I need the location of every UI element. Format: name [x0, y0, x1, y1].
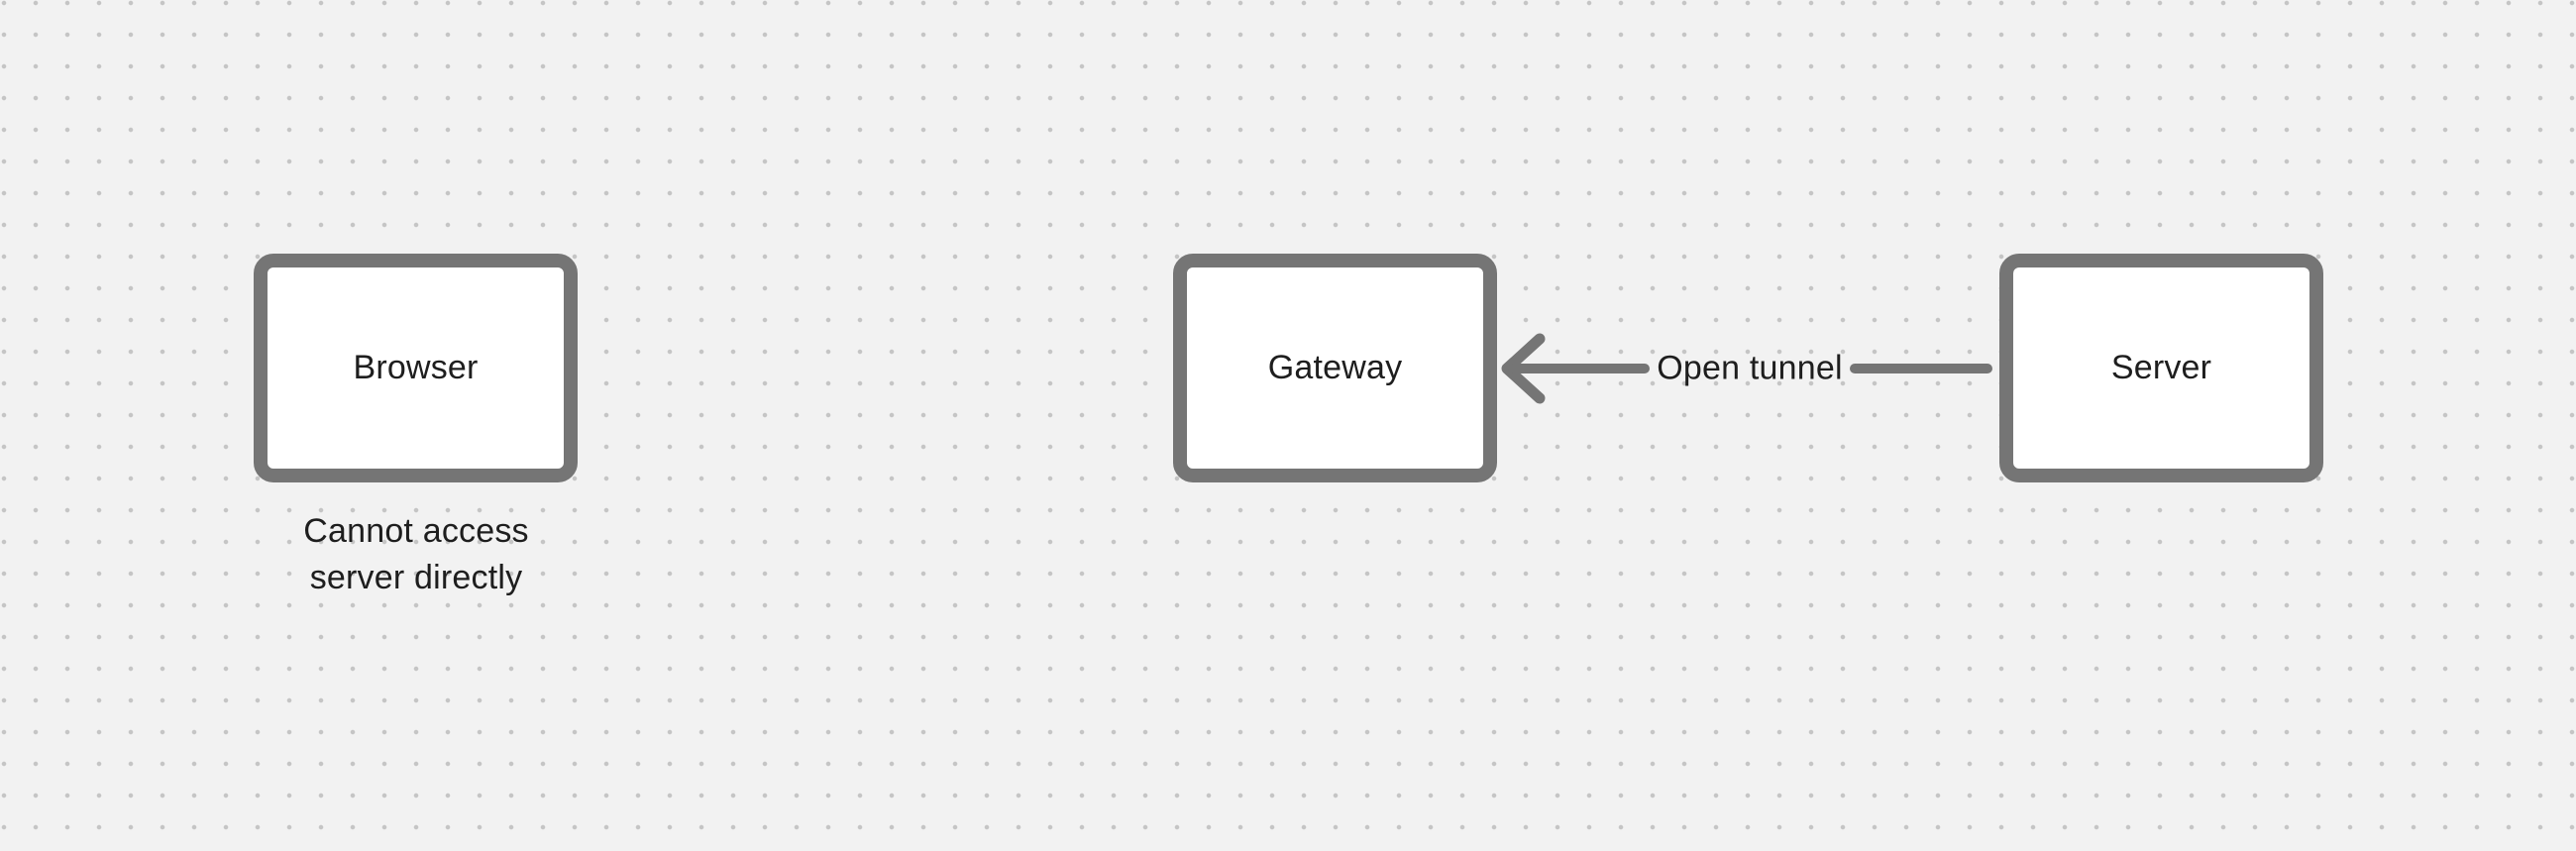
- node-browser[interactable]: Browser: [254, 254, 578, 482]
- edge-label-open-tunnel[interactable]: Open tunnel: [1657, 349, 1843, 387]
- node-browser-label: Browser: [353, 349, 479, 386]
- node-server-label: Server: [2110, 349, 2212, 386]
- browser-note-line1: Cannot access: [303, 512, 529, 550]
- node-server[interactable]: Server: [1999, 254, 2323, 482]
- browser-note-line2: server directly: [309, 559, 523, 596]
- browser-note[interactable]: Cannot access server directly: [303, 508, 529, 601]
- node-gateway[interactable]: Gateway: [1173, 254, 1497, 482]
- node-gateway-label: Gateway: [1267, 349, 1403, 386]
- arrowhead-left-icon: [1501, 333, 1546, 404]
